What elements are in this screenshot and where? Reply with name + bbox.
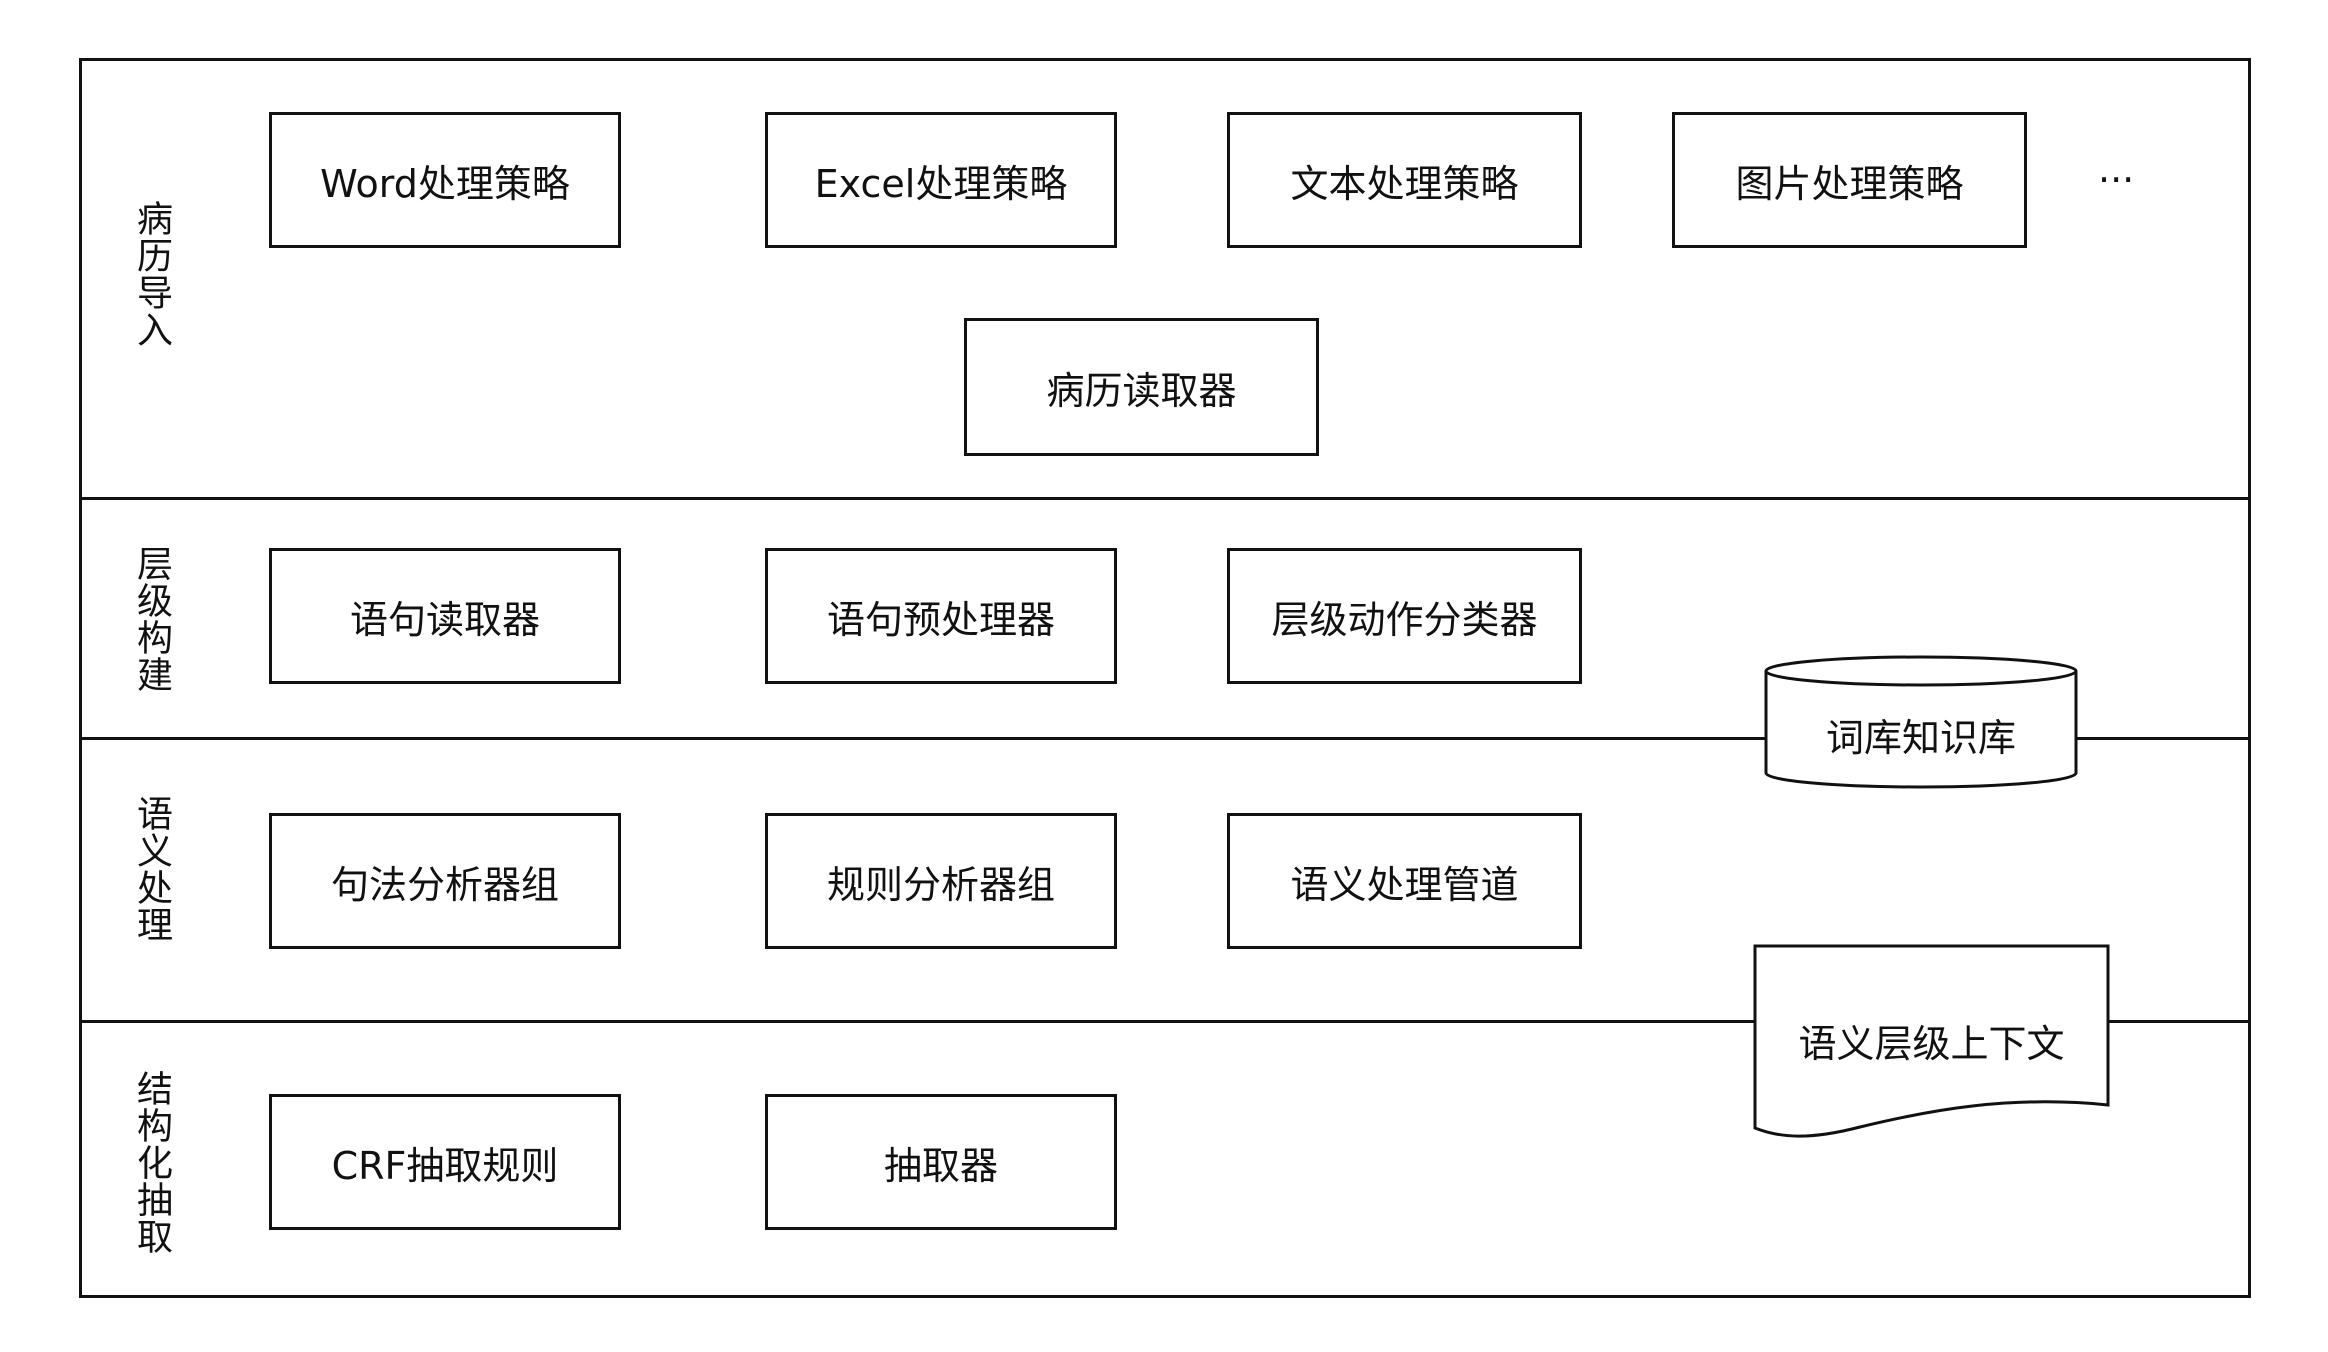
rule-analyzer-group-box: 规则分析器组 <box>765 813 1117 949</box>
layer-divider <box>79 737 2251 740</box>
crf-rules-box: CRF抽取规则 <box>269 1094 621 1230</box>
text-strategy-box: 文本处理策略 <box>1227 112 1582 248</box>
semantic-context-label: 语义层级上下文 <box>1798 1022 2065 1066</box>
layer-label-hierarchy-build: 层级构建 <box>131 545 172 693</box>
semantic-pipeline-box: 语义处理管道 <box>1227 813 1582 949</box>
lexicon-database-cylinder <box>1764 655 2078 789</box>
image-strategy-box: 图片处理策略 <box>1672 112 2027 248</box>
lexicon-database-label: 词库知识库 <box>1825 716 2016 760</box>
extractor-box: 抽取器 <box>765 1094 1117 1230</box>
hierarchy-action-classifier-box: 层级动作分类器 <box>1227 548 1582 684</box>
layer-divider <box>79 497 2251 500</box>
more-strategies-ellipsis: ··· <box>2098 158 2135 202</box>
diagram-frame <box>79 58 2251 1298</box>
sentence-reader-box: 语句读取器 <box>269 548 621 684</box>
layer-label-structured-extraction: 结构化抽取 <box>131 1070 172 1255</box>
layer-label-record-import: 病历导入 <box>131 200 172 348</box>
sentence-preprocessor-box: 语句预处理器 <box>765 548 1117 684</box>
record-reader-box: 病历读取器 <box>964 318 1319 456</box>
word-strategy-box: Word处理策略 <box>269 112 621 248</box>
excel-strategy-box: Excel处理策略 <box>765 112 1117 248</box>
syntax-analyzer-group-box: 句法分析器组 <box>269 813 621 949</box>
semantic-context-document <box>1753 944 2110 1138</box>
layer-label-semantic-processing: 语义处理 <box>131 795 172 943</box>
layer-divider <box>79 1020 2251 1023</box>
